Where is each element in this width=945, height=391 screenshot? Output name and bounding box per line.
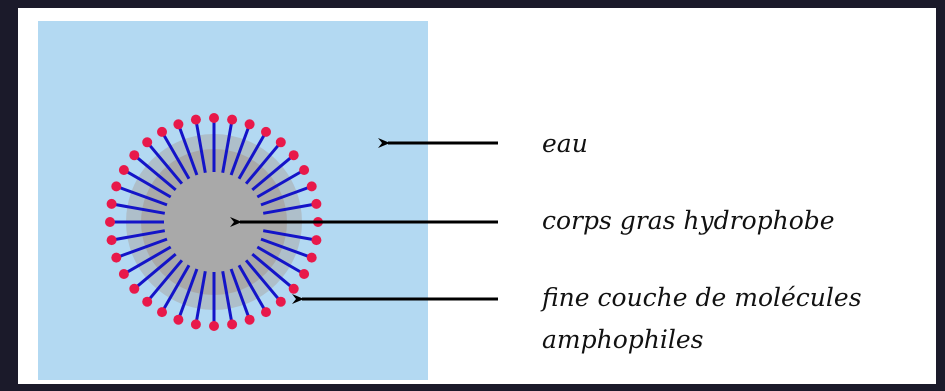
amphiphile-head xyxy=(129,150,139,160)
amphiphile-head xyxy=(209,113,219,123)
amphiphile-head xyxy=(307,253,317,263)
amphiphile-head xyxy=(157,127,167,137)
amphiphile-head xyxy=(111,253,121,263)
amphiphile-head xyxy=(276,137,286,147)
amphiphile-head xyxy=(111,181,121,191)
amphiphile-head xyxy=(245,315,255,325)
amphiphile-head xyxy=(227,319,237,329)
amphiphile-head xyxy=(307,181,317,191)
amphiphile-head xyxy=(107,199,117,209)
amphiphile-head xyxy=(105,217,115,227)
amphiphile-head xyxy=(261,127,271,137)
amphiphile-head xyxy=(142,297,152,307)
amphiphile-head xyxy=(299,269,309,279)
fat-core-label: corps gras hydrophobe xyxy=(542,202,835,240)
amphiphile-head xyxy=(107,235,117,245)
amphiphile-head xyxy=(299,165,309,175)
amphiphile-head xyxy=(129,284,139,294)
amphiphile-head xyxy=(173,119,183,129)
amphiphile-head xyxy=(245,119,255,129)
amphiphile-head xyxy=(311,235,321,245)
amphiphile-head xyxy=(173,315,183,325)
water-label: eau xyxy=(542,125,588,163)
amphiphile-label-line1: fine couche de molécules xyxy=(542,279,862,317)
amphiphile-head xyxy=(289,284,299,294)
amphiphile-head xyxy=(119,269,129,279)
amphiphile-head xyxy=(191,115,201,125)
amphiphile-head xyxy=(276,297,286,307)
amphiphile-head xyxy=(311,199,321,209)
amphiphile-head xyxy=(261,307,271,317)
amphiphile-label-line2: amphophiles xyxy=(542,321,704,359)
amphiphile-head xyxy=(157,307,167,317)
amphiphile-head xyxy=(227,115,237,125)
amphiphile-head xyxy=(119,165,129,175)
amphiphile-head xyxy=(191,319,201,329)
amphiphile-head xyxy=(289,150,299,160)
amphiphile-head xyxy=(142,137,152,147)
amphiphile-head xyxy=(209,321,219,331)
